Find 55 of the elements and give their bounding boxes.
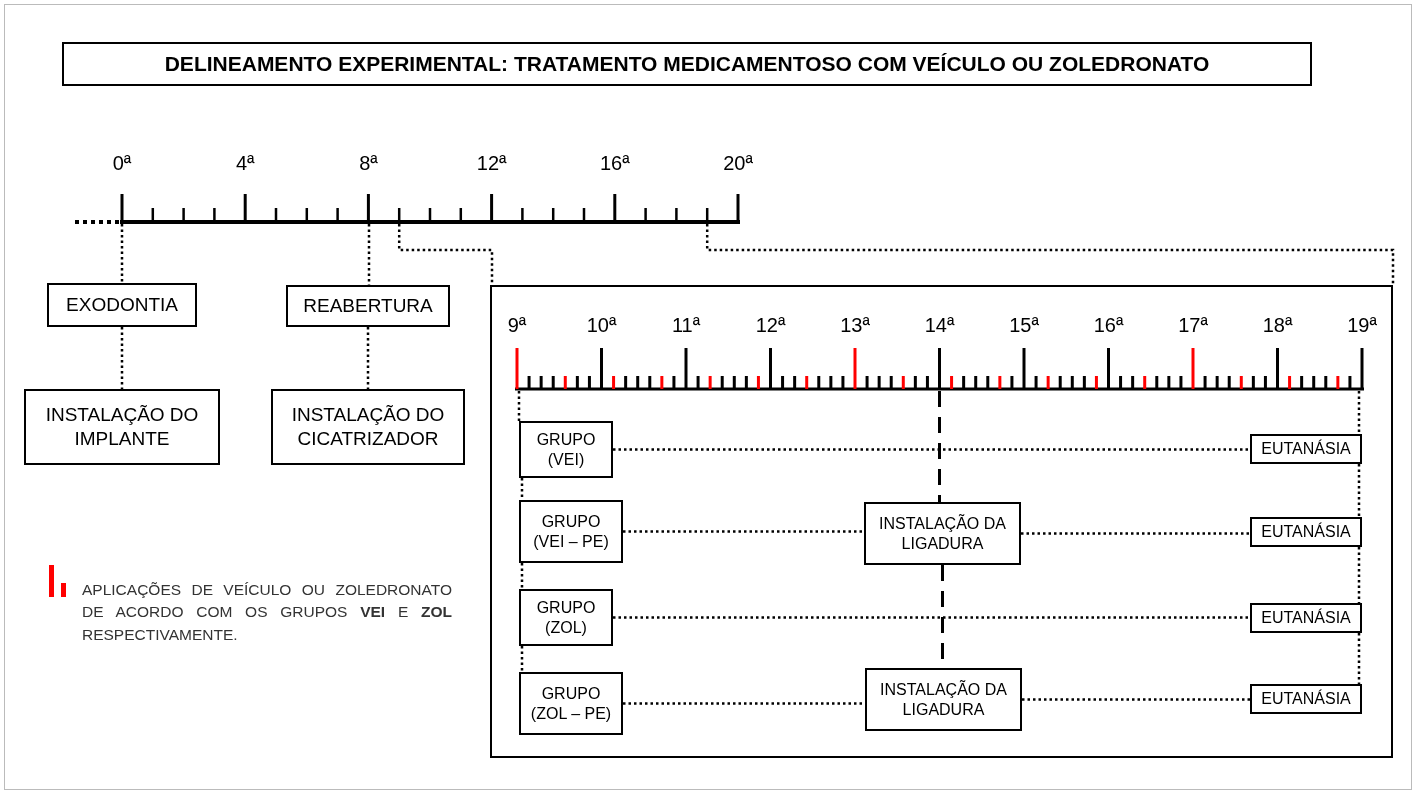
dotted-line: [520, 563, 524, 589]
week-label: 0ª: [112, 152, 132, 175]
event-box: EUTANÁSIA: [1250, 517, 1362, 547]
event-box: EUTANÁSIA: [1250, 434, 1362, 464]
step-box: EXODONTIA: [47, 283, 197, 327]
title-box: DELINEAMENTO EXPERIMENTAL: TRATAMENTO MEDICAMENTOSO COM VEÍCULO OU ZOLEDRONATO: [62, 42, 1312, 86]
dotted-line: [1357, 464, 1361, 517]
week-label: 10ª: [586, 314, 617, 337]
legend-text: APLICAÇÕES DE VEÍCULO OU ZOLEDRONATO DE ACORDO COM OS GRUPOS VEI E ZOL RESPECTIVAMENTE.: [82, 580, 452, 645]
dotted-line: [517, 391, 521, 421]
step-box: REABERTURA: [286, 285, 450, 327]
step-box: INSTALAÇÃO DO IMPLANTE: [24, 389, 220, 465]
dotted-line: [397, 224, 494, 285]
week-label: 13ª: [840, 314, 870, 337]
week-label: 16ª: [599, 152, 630, 175]
dotted-line: [520, 478, 524, 500]
week-label: 15ª: [1009, 314, 1039, 337]
week-label: 17ª: [1178, 314, 1208, 337]
dotted-line: [1357, 547, 1361, 603]
dashed-line: [938, 391, 941, 502]
event-box: INSTALAÇÃO DA LIGADURA: [864, 502, 1021, 565]
zoom-panel: [490, 285, 1393, 758]
week-label: 18ª: [1262, 314, 1293, 337]
week-label: 12ª: [755, 314, 786, 337]
dotted-line: [705, 224, 1395, 285]
dotted-line: [1021, 532, 1250, 535]
week-label: 19ª: [1347, 314, 1377, 337]
week-label: 11ª: [671, 314, 701, 337]
dotted-line: [613, 616, 1250, 619]
week-label: 12ª: [476, 152, 507, 175]
dotted-line: [367, 224, 371, 285]
group-box: GRUPO (ZOL – PE): [519, 672, 623, 735]
week-label: 14ª: [924, 314, 955, 337]
week-label: 4ª: [235, 152, 255, 175]
event-box: EUTANÁSIA: [1250, 603, 1362, 633]
event-box: EUTANÁSIA: [1250, 684, 1362, 714]
week-label: 16ª: [1093, 314, 1124, 337]
week-label: 20ª: [723, 152, 753, 175]
dotted-line: [623, 530, 864, 533]
group-box: GRUPO (VEI – PE): [519, 500, 623, 563]
group-box: GRUPO (VEI): [519, 421, 613, 478]
dotted-line: [366, 327, 370, 389]
dotted-line: [120, 224, 124, 283]
dotted-line: [623, 702, 865, 705]
dotted-line: [120, 327, 124, 389]
dotted-line: [1022, 698, 1250, 701]
week-label: 9ª: [507, 314, 527, 337]
step-box: INSTALAÇÃO DO CICATRIZADOR: [271, 389, 465, 465]
dotted-line: [520, 646, 524, 672]
event-box: INSTALAÇÃO DA LIGADURA: [865, 668, 1022, 731]
dotted-line: [1357, 633, 1361, 684]
group-box: GRUPO (ZOL): [519, 589, 613, 646]
dotted-line: [613, 448, 1250, 451]
dotted-line: [1357, 391, 1361, 434]
week-label: 8ª: [359, 152, 378, 175]
